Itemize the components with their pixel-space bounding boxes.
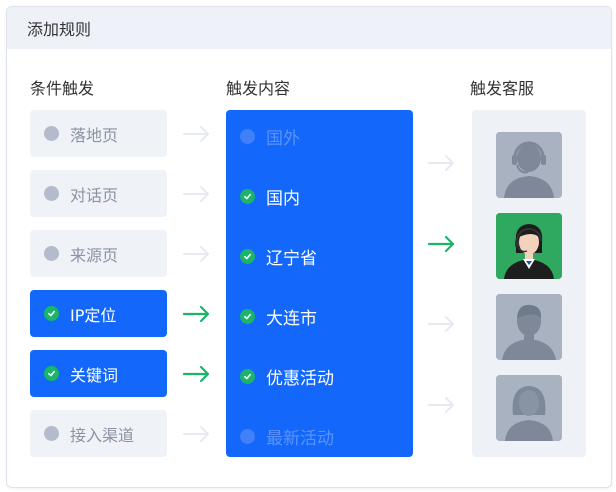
card-title: 添加规则 (27, 20, 92, 39)
arrow-right-icon (183, 426, 209, 442)
agent-photo-avatar[interactable] (496, 213, 562, 279)
condition-label: 接入渠道 (70, 425, 135, 445)
male-agent-silhouette-icon[interactable] (496, 294, 562, 360)
arrow-right-icon (428, 397, 454, 413)
unchecked-dot-icon (44, 186, 59, 201)
arrow-right-icon-active (183, 365, 210, 383)
unchecked-dot-icon (44, 426, 59, 441)
headset-agent-silhouette-icon[interactable] (496, 132, 562, 198)
check-circle-icon (44, 366, 59, 381)
female-agent-silhouette-icon[interactable] (496, 375, 562, 441)
condition-keyword[interactable]: 关键词 (30, 350, 167, 397)
arrow-right-icon (183, 246, 209, 262)
arrow-right-icon (183, 126, 209, 142)
content-item-label: 国内 (266, 188, 300, 209)
check-circle-icon (240, 308, 255, 324)
arrow-right-icon-active (183, 305, 210, 323)
content-item-label: 国外 (266, 128, 300, 149)
condition-source-page[interactable]: 来源页 (30, 230, 167, 277)
content-item-label: 最新活动 (266, 428, 334, 449)
content-column-title: 触发内容 (226, 79, 291, 98)
trigger-content-panel: 国外 国内 辽宁省 大连市 优惠活动 最新 (226, 110, 413, 457)
conditions-column-title: 条件触发 (30, 79, 95, 98)
check-circle-icon (240, 248, 255, 264)
condition-label: 关键词 (70, 365, 119, 385)
condition-label: IP定位 (70, 305, 117, 325)
trigger-agent-panel (472, 110, 586, 457)
arrow-right-icon (183, 186, 209, 202)
card-header: 添加规则 (7, 7, 611, 49)
condition-chat-page[interactable]: 对话页 (30, 170, 167, 217)
unchecked-dot-icon (240, 428, 255, 444)
agent-column-title: 触发客服 (470, 79, 535, 98)
arrow-right-icon (428, 316, 454, 332)
condition-access-channel[interactable]: 接入渠道 (30, 410, 167, 457)
check-circle-icon (240, 188, 255, 204)
check-circle-icon (44, 306, 59, 321)
condition-label: 落地页 (70, 125, 119, 145)
arrow-right-icon (428, 155, 454, 171)
condition-landing-page[interactable]: 落地页 (30, 110, 167, 157)
add-rule-card: 添加规则 条件触发 触发内容 触发客服 落地页 对话页 来源页 IP定位 关键词… (6, 6, 612, 488)
unchecked-dot-icon (44, 246, 59, 261)
content-item-dalian[interactable]: 大连市 (240, 304, 317, 329)
condition-ip-location[interactable]: IP定位 (30, 290, 167, 337)
condition-label: 来源页 (70, 245, 119, 265)
check-circle-icon (240, 368, 255, 384)
content-item-label: 优惠活动 (266, 368, 334, 389)
unchecked-dot-icon (240, 128, 255, 144)
content-item-label: 大连市 (266, 308, 317, 329)
content-item-liaoning[interactable]: 辽宁省 (240, 244, 317, 269)
condition-label: 对话页 (70, 185, 119, 205)
content-item-label: 辽宁省 (266, 248, 317, 269)
content-item-latest-activity[interactable]: 最新活动 (240, 424, 334, 449)
content-item-domestic[interactable]: 国内 (240, 184, 300, 209)
content-item-abroad[interactable]: 国外 (240, 124, 300, 149)
arrow-right-icon-active (428, 235, 455, 253)
unchecked-dot-icon (44, 126, 59, 141)
content-item-promotion[interactable]: 优惠活动 (240, 364, 334, 389)
